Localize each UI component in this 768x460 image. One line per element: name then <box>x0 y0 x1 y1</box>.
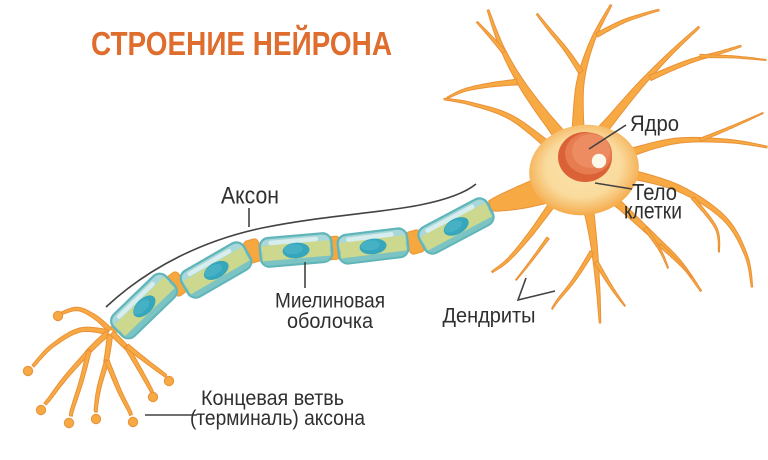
svg-text:Миелиновая: Миелиновая <box>275 290 385 313</box>
svg-text:оболочка: оболочка <box>287 310 373 333</box>
svg-text:(терминаль) аксона: (терминаль) аксона <box>190 407 365 430</box>
svg-text:Концевая ветвь: Концевая ветвь <box>201 387 344 410</box>
svg-text:Тело: Тело <box>632 179 677 205</box>
svg-text:Ядро: Ядро <box>630 111 679 136</box>
svg-text:Дендриты: Дендриты <box>443 305 536 328</box>
svg-text:СТРОЕНИЕ НЕЙРОНА: СТРОЕНИЕ НЕЙРОНА <box>91 24 392 62</box>
svg-text:клетки: клетки <box>624 198 682 224</box>
svg-text:Аксон: Аксон <box>221 183 279 210</box>
